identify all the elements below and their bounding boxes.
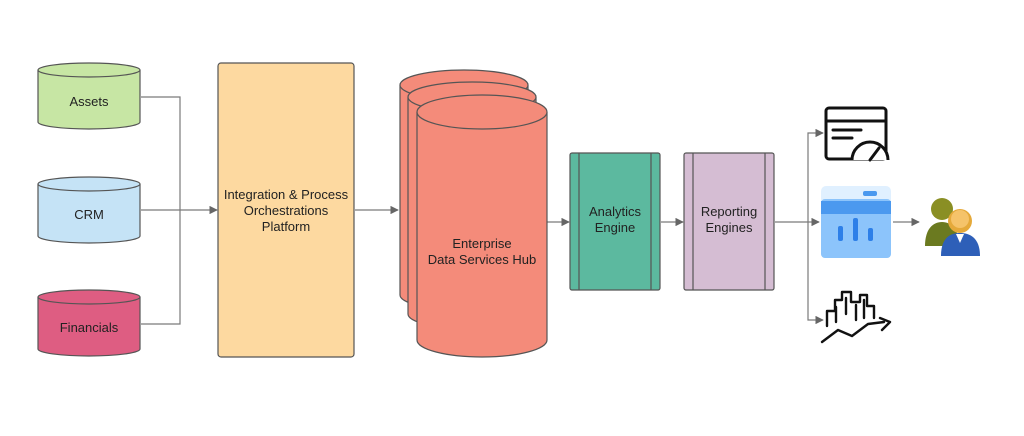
analytics-engine-box (569, 152, 661, 291)
hub-cylinder-front-top (416, 94, 548, 130)
integration-platform-label-line-3: Platform (262, 219, 310, 234)
analytics-engine-label-line-1: Analytics (589, 204, 642, 219)
connector-assets (141, 96, 181, 210)
database-assets: Assets (37, 62, 141, 130)
database-assets-top (37, 62, 141, 78)
reporting-engines: Reporting Engines (683, 152, 775, 291)
data-services-hub: Enterprise Data Services Hub (399, 69, 548, 358)
database-financials: Financials (37, 289, 141, 357)
hub-cylinder-front-body (416, 112, 548, 358)
integration-platform-box (217, 62, 355, 358)
hub-label-line-1: Enterprise (452, 236, 511, 251)
integration-platform-label-line-2: Orchestrations (244, 203, 329, 218)
database-crm: CRM (37, 176, 141, 244)
connector-financials (141, 210, 181, 325)
dashboard-gauge-icon (824, 106, 890, 162)
connector-output-bottom (807, 222, 824, 325)
database-financials-top (37, 289, 141, 305)
database-financials-label: Financials (60, 320, 119, 335)
report-chart-icon (821, 186, 891, 258)
database-crm-label: CRM (74, 207, 104, 222)
hub-cylinder-front (416, 94, 548, 358)
integration-platform-label-line-1: Integration & Process (224, 187, 349, 202)
database-financials-body (37, 297, 141, 357)
integration-platform: Integration & Process Orchestrations Pla… (217, 62, 355, 358)
city-trend-chart-icon (820, 290, 892, 344)
connectors (141, 96, 920, 325)
database-assets-label: Assets (69, 94, 109, 109)
reporting-engines-label-line-2: Engines (706, 220, 753, 235)
hub-label-line-2: Data Services Hub (428, 252, 536, 267)
reporting-engines-label-line-1: Reporting (701, 204, 757, 219)
users-icon (925, 198, 980, 256)
connector-output-top (807, 128, 824, 222)
database-crm-top (37, 176, 141, 192)
analytics-engine-label-line-2: Engine (595, 220, 635, 235)
reporting-engines-box (683, 152, 775, 291)
database-assets-body (37, 70, 141, 130)
database-crm-body (37, 184, 141, 244)
analytics-engine: Analytics Engine (569, 152, 661, 291)
